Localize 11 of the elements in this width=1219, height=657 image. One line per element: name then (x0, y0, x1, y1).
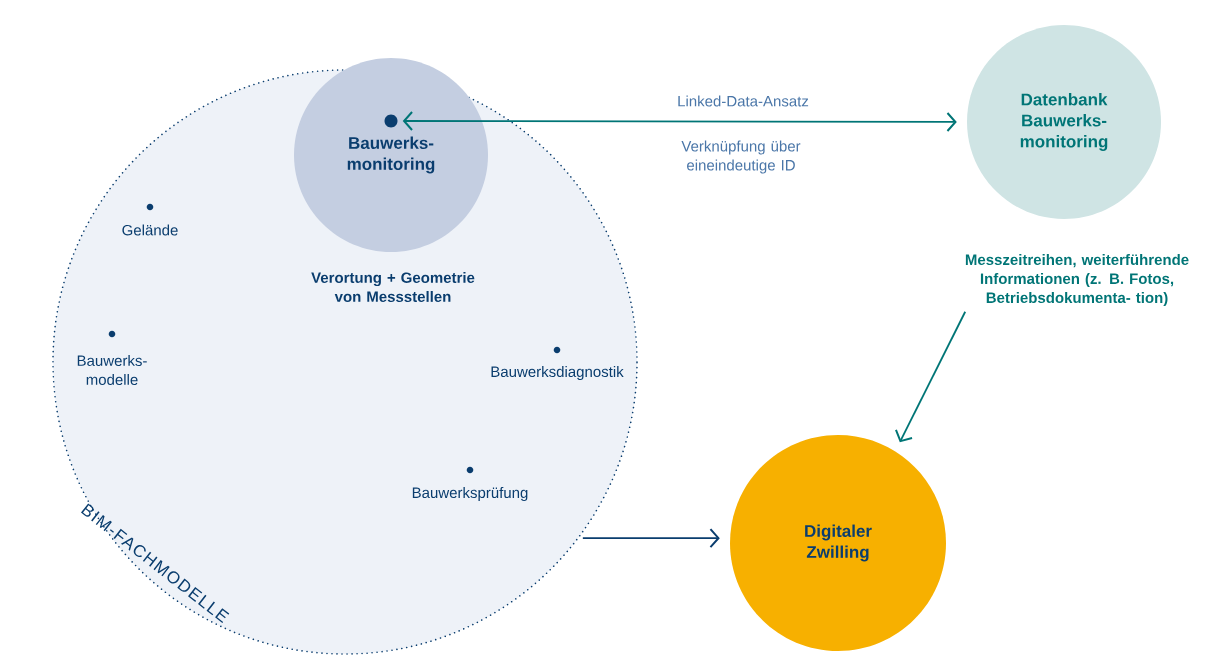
item-label: Gelände (122, 224, 178, 236)
item-label: Verknüpfung über eineindeutige ID (681, 140, 801, 174)
info-text: Messzeitreihen, weiterführende Informationen (z. B. Fotos, Betriebsdokumenta- tion) (965, 254, 1189, 306)
edge-label: Linked-Data-Ansatz (678, 95, 809, 107)
item-label: Bauwerks- modelle (77, 355, 147, 385)
arrow (581, 528, 720, 549)
arrow (402, 111, 957, 132)
caption: Verortung + Geometrie von Messstellen (311, 272, 475, 302)
arrow (894, 310, 967, 443)
item-label: Bauwerksprüfung (412, 487, 528, 501)
item-label: Bauwerksdiagnostik (491, 366, 624, 380)
